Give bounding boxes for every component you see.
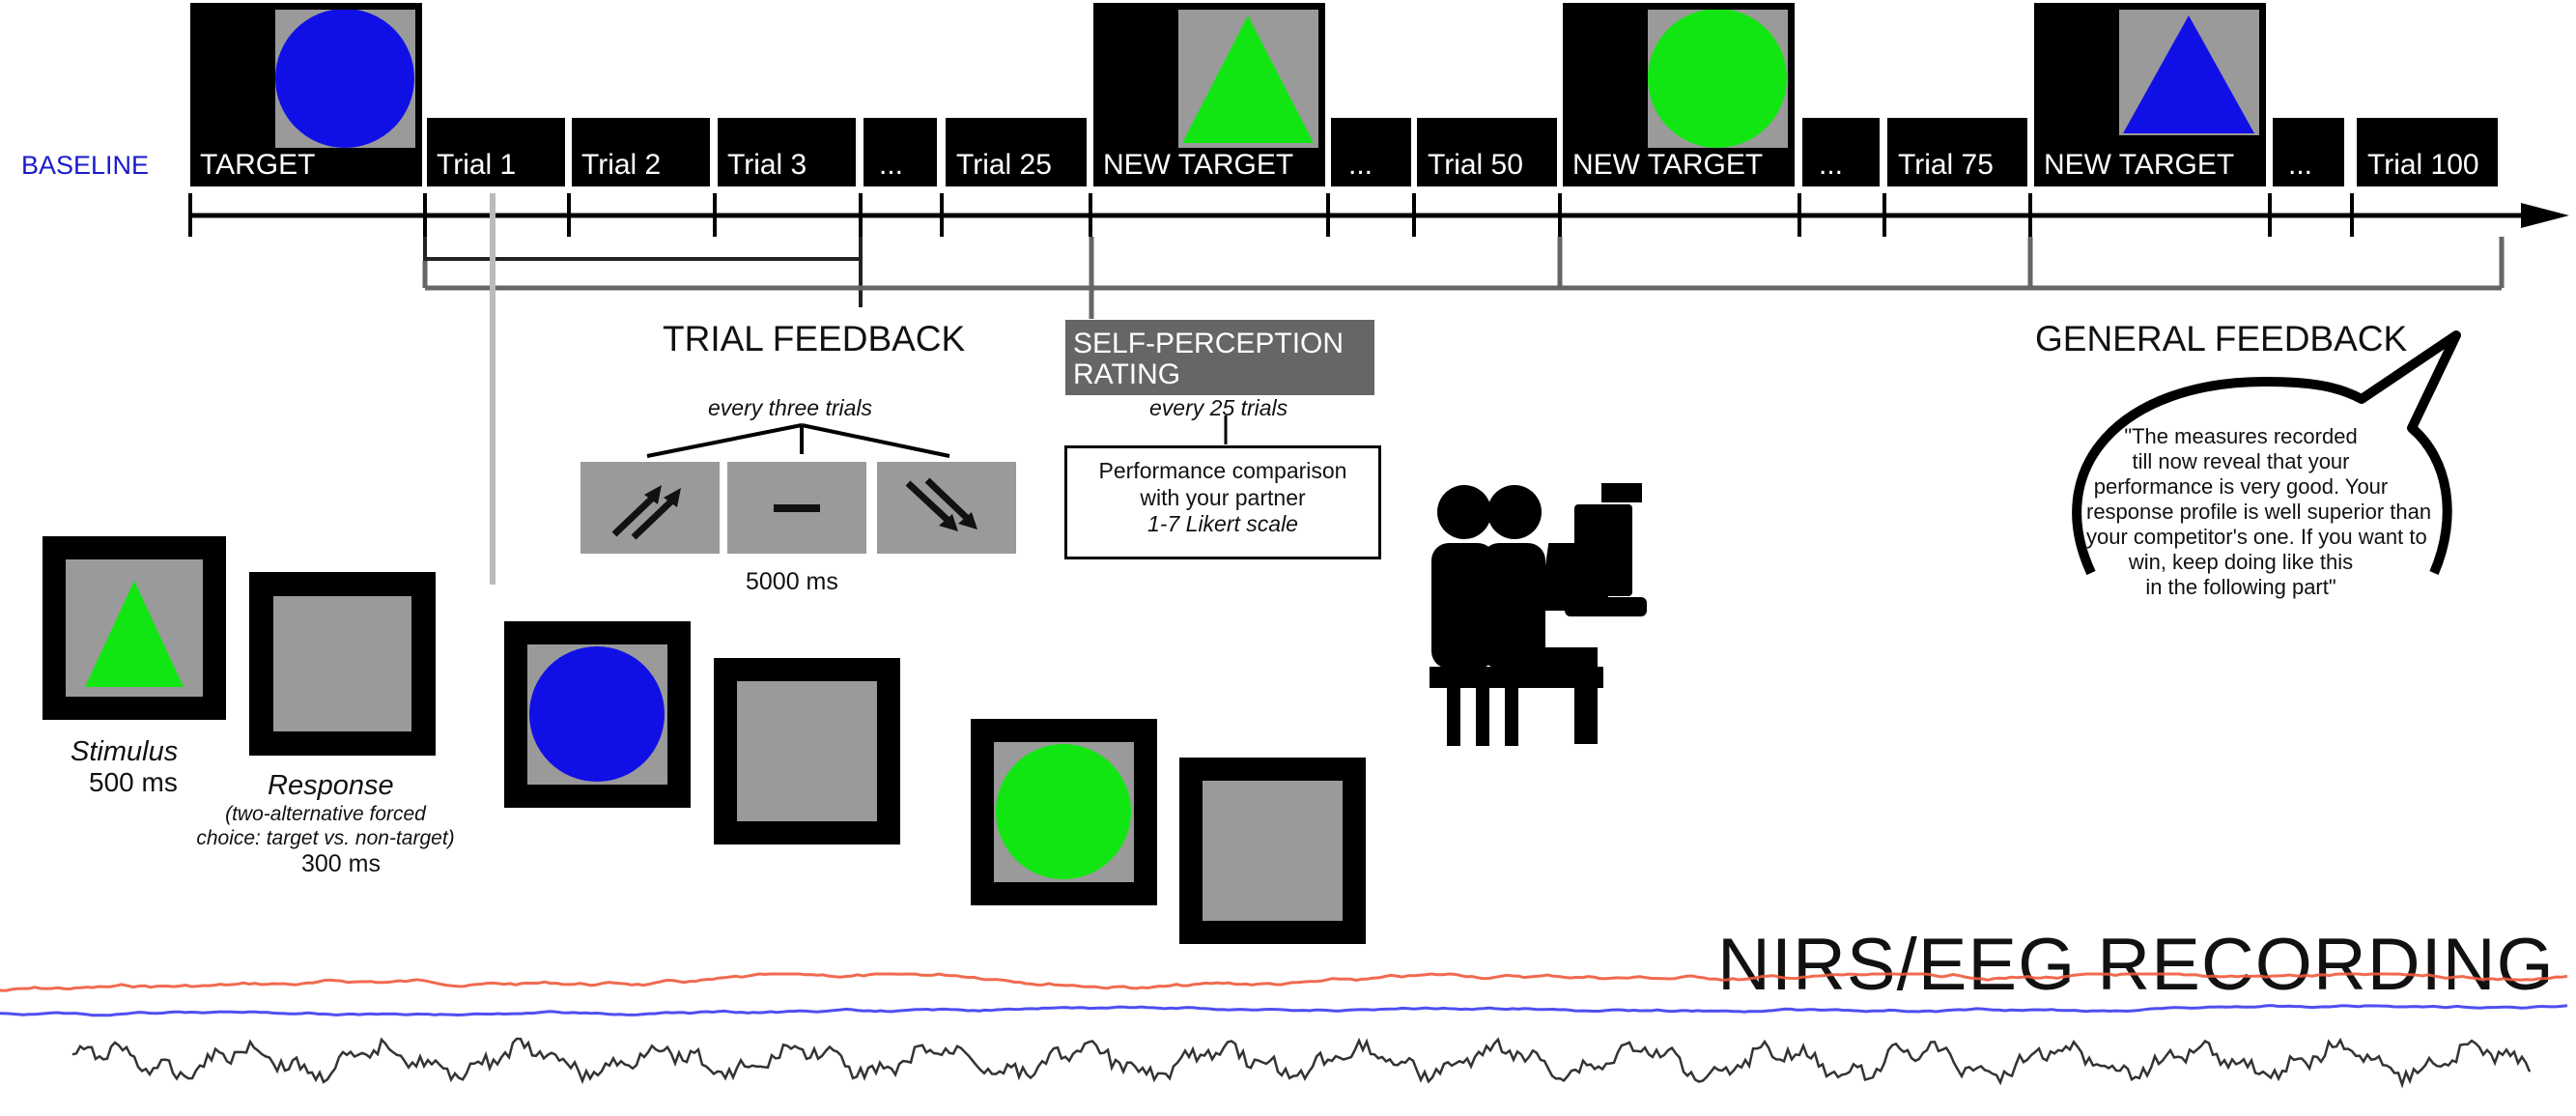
response-panel xyxy=(737,681,877,821)
response-frame-2 xyxy=(714,658,900,844)
segment-ellipsis: ... xyxy=(863,118,937,186)
eeg-trace xyxy=(71,1037,2532,1089)
segment-new-target-1: NEW TARGET xyxy=(1093,3,1325,186)
double-arrow-down-icon xyxy=(905,477,977,531)
stimulus-frame-circle xyxy=(504,621,691,808)
feedback-up-box xyxy=(580,462,720,554)
rating-box-line-1: Performance comparison xyxy=(1098,458,1347,483)
stimulus-frame-green-circle xyxy=(971,719,1157,905)
participants-at-computer-icon xyxy=(1430,483,1647,746)
nirs-blue-trace xyxy=(0,1004,2568,1017)
quote-line-4: response profile is well superior than xyxy=(2086,500,2432,524)
quote-line-2: till now reveal that your xyxy=(2132,449,2350,473)
stimulus-panel xyxy=(66,559,203,697)
segment-label: Trial 1 xyxy=(437,149,517,181)
axis-ticks xyxy=(188,193,2354,237)
rating-box-line-3: 1-7 Likert scale xyxy=(1147,511,1298,536)
segment-target: TARGET xyxy=(190,3,422,186)
segment-trial-50: Trial 50 xyxy=(1417,118,1557,186)
rating-box-line-2: with your partner xyxy=(1140,485,1306,510)
self-perception-title-2: RATING xyxy=(1073,358,1181,390)
block-bracket xyxy=(422,237,2505,319)
segment-trial-75: Trial 75 xyxy=(1887,118,2027,186)
green-triangle-shape xyxy=(85,581,184,687)
blue-triangle-shape xyxy=(2123,15,2254,133)
segment-label: NEW TARGET xyxy=(2044,149,2235,181)
self-perception-title-1: SELF-PERCEPTION xyxy=(1073,328,1345,359)
green-circle-shape xyxy=(996,744,1131,879)
segment-trial-2: Trial 2 xyxy=(572,118,710,186)
trial-feedback-bracket xyxy=(423,237,863,307)
response-panel xyxy=(1203,781,1343,921)
response-frame-3 xyxy=(1179,758,1366,944)
target-stimulus-panel xyxy=(1178,10,1318,148)
feedback-neutral-box xyxy=(727,462,866,554)
response-label: Response xyxy=(268,770,394,801)
segment-label: ... xyxy=(1819,149,1844,181)
green-triangle-shape xyxy=(1182,15,1314,143)
self-perception-frequency: every 25 trials xyxy=(1149,395,1288,420)
response-duration: 300 ms xyxy=(301,850,381,877)
recording-signals xyxy=(0,972,2568,1089)
speech-bubble xyxy=(2072,330,2461,576)
segment-label: Trial 3 xyxy=(727,149,807,181)
response-note-line-1: (two-alternative forced xyxy=(225,803,426,825)
feedback-tree xyxy=(646,423,950,458)
stimulus-panel xyxy=(994,742,1134,882)
quote-line-5: your competitor's one. If you want to xyxy=(2086,525,2427,549)
segment-label: Trial 75 xyxy=(1898,149,1994,181)
green-circle-shape xyxy=(1648,9,1787,148)
segment-label: ... xyxy=(879,149,904,181)
segment-label: Trial 25 xyxy=(956,149,1052,181)
recording-label: NIRS/EEG RECORDING xyxy=(1717,924,2555,1006)
response-frame-1 xyxy=(249,572,436,756)
trial-feedback-title: TRIAL FEEDBACK xyxy=(663,319,966,358)
segment-trial-3: Trial 3 xyxy=(718,118,856,186)
segment-ellipsis: ... xyxy=(1802,118,1880,186)
quote-line-7: in the following part" xyxy=(2145,575,2336,599)
axis-arrowhead xyxy=(2521,203,2569,228)
double-arrow-up-icon xyxy=(611,485,681,540)
segment-ellipsis: ... xyxy=(2273,118,2344,186)
stimulus-frame-triangle xyxy=(42,536,226,720)
segment-new-target-3: NEW TARGET xyxy=(2034,3,2266,186)
segment-ellipsis: ... xyxy=(1331,118,1411,186)
nirs-red-trace xyxy=(0,972,2568,992)
segment-label: ... xyxy=(2288,149,2313,181)
response-note-line-2: choice: target vs. non-target) xyxy=(196,827,455,849)
dash-icon xyxy=(774,504,820,512)
stimulus-panel xyxy=(527,644,667,785)
self-perception-header: SELF-PERCEPTION RATING xyxy=(1065,320,1374,395)
feedback-duration: 5000 ms xyxy=(746,568,838,595)
target-stimulus-panel xyxy=(2119,10,2259,135)
stimulus-duration: 500 ms xyxy=(89,767,178,797)
response-panel xyxy=(273,596,411,731)
segment-label: TARGET xyxy=(200,149,316,181)
segment-label: ... xyxy=(1348,149,1373,181)
blue-circle-shape xyxy=(529,646,665,782)
trial-feedback-frequency: every three trials xyxy=(708,395,873,420)
segment-label: Trial 2 xyxy=(581,149,662,181)
segment-trial-25: Trial 25 xyxy=(946,118,1087,186)
segment-label: Trial 100 xyxy=(2367,149,2479,181)
quote-line-3: performance is very good. Your xyxy=(2093,474,2389,499)
general-feedback-title: GENERAL FEEDBACK xyxy=(2035,319,2408,358)
segment-trial-1: Trial 1 xyxy=(427,118,565,186)
baseline-label: BASELINE xyxy=(21,151,150,180)
feedback-down-box xyxy=(877,462,1016,554)
rating-box: Performance comparison with your partner… xyxy=(1064,445,1381,559)
quote-line-6: win, keep doing like this xyxy=(2128,550,2354,574)
timeline-axis xyxy=(188,193,2569,585)
stimulus-label: Stimulus xyxy=(71,736,179,767)
target-stimulus-panel xyxy=(1648,9,1788,148)
segment-label: NEW TARGET xyxy=(1103,149,1294,181)
target-stimulus-panel xyxy=(275,9,415,148)
segment-new-target-2: NEW TARGET xyxy=(1563,3,1795,186)
segment-label: NEW TARGET xyxy=(1572,149,1764,181)
quote-line-1: "The measures recorded xyxy=(2124,424,2358,448)
segment-label: Trial 50 xyxy=(1428,149,1523,181)
blue-circle-shape xyxy=(275,9,414,148)
segment-trial-100: Trial 100 xyxy=(2357,118,2498,186)
